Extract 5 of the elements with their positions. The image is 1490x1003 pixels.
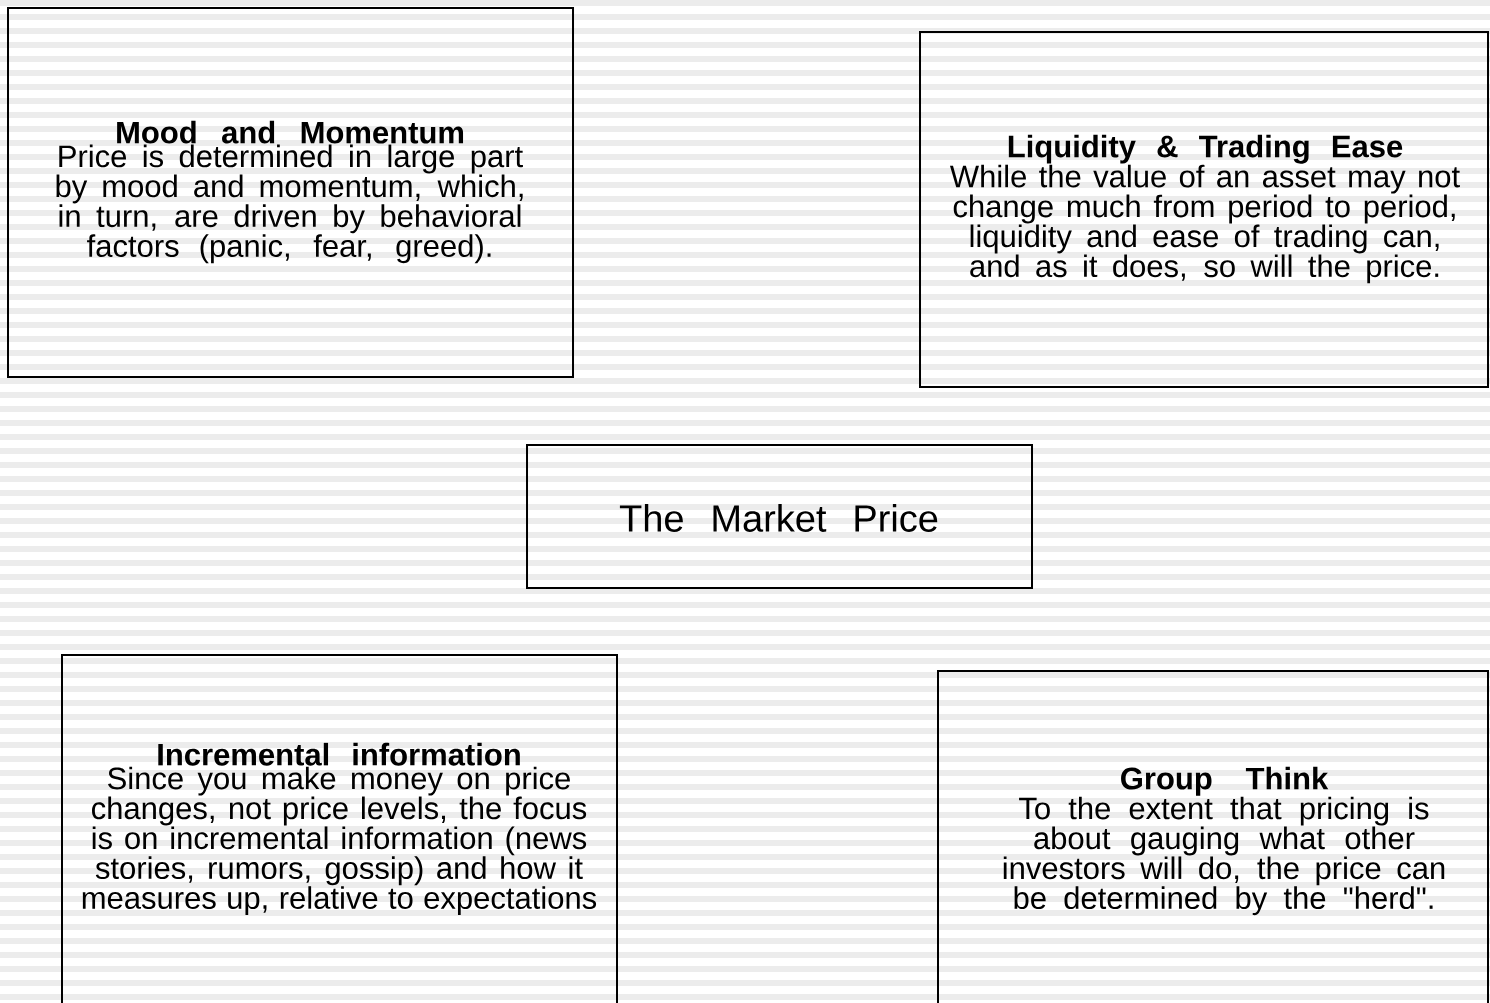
text-box: Group Think To the extent that pricing is about gauging what other investors will do, the price can be determined by the "herd". (937, 670, 1489, 1003)
text-box: Liquidity & Trading Ease While the value of an asset may not change much from period to period, liquidity and ease of trading can, and as it does, so will the price. (919, 31, 1489, 388)
text-box: Incremental information Since you make money on price changes, not price levels, the focus is on incremental information (news stories, rumors, gossip) and how it measures up, relative to expectations (61, 654, 618, 1003)
text-box: Mood and Momentum Price is determined in large part by mood and momentum, which, in turn, are driven by behavioral factors (panic, fear, greed). (7, 7, 574, 378)
text-box: The Market Price (526, 444, 1033, 589)
